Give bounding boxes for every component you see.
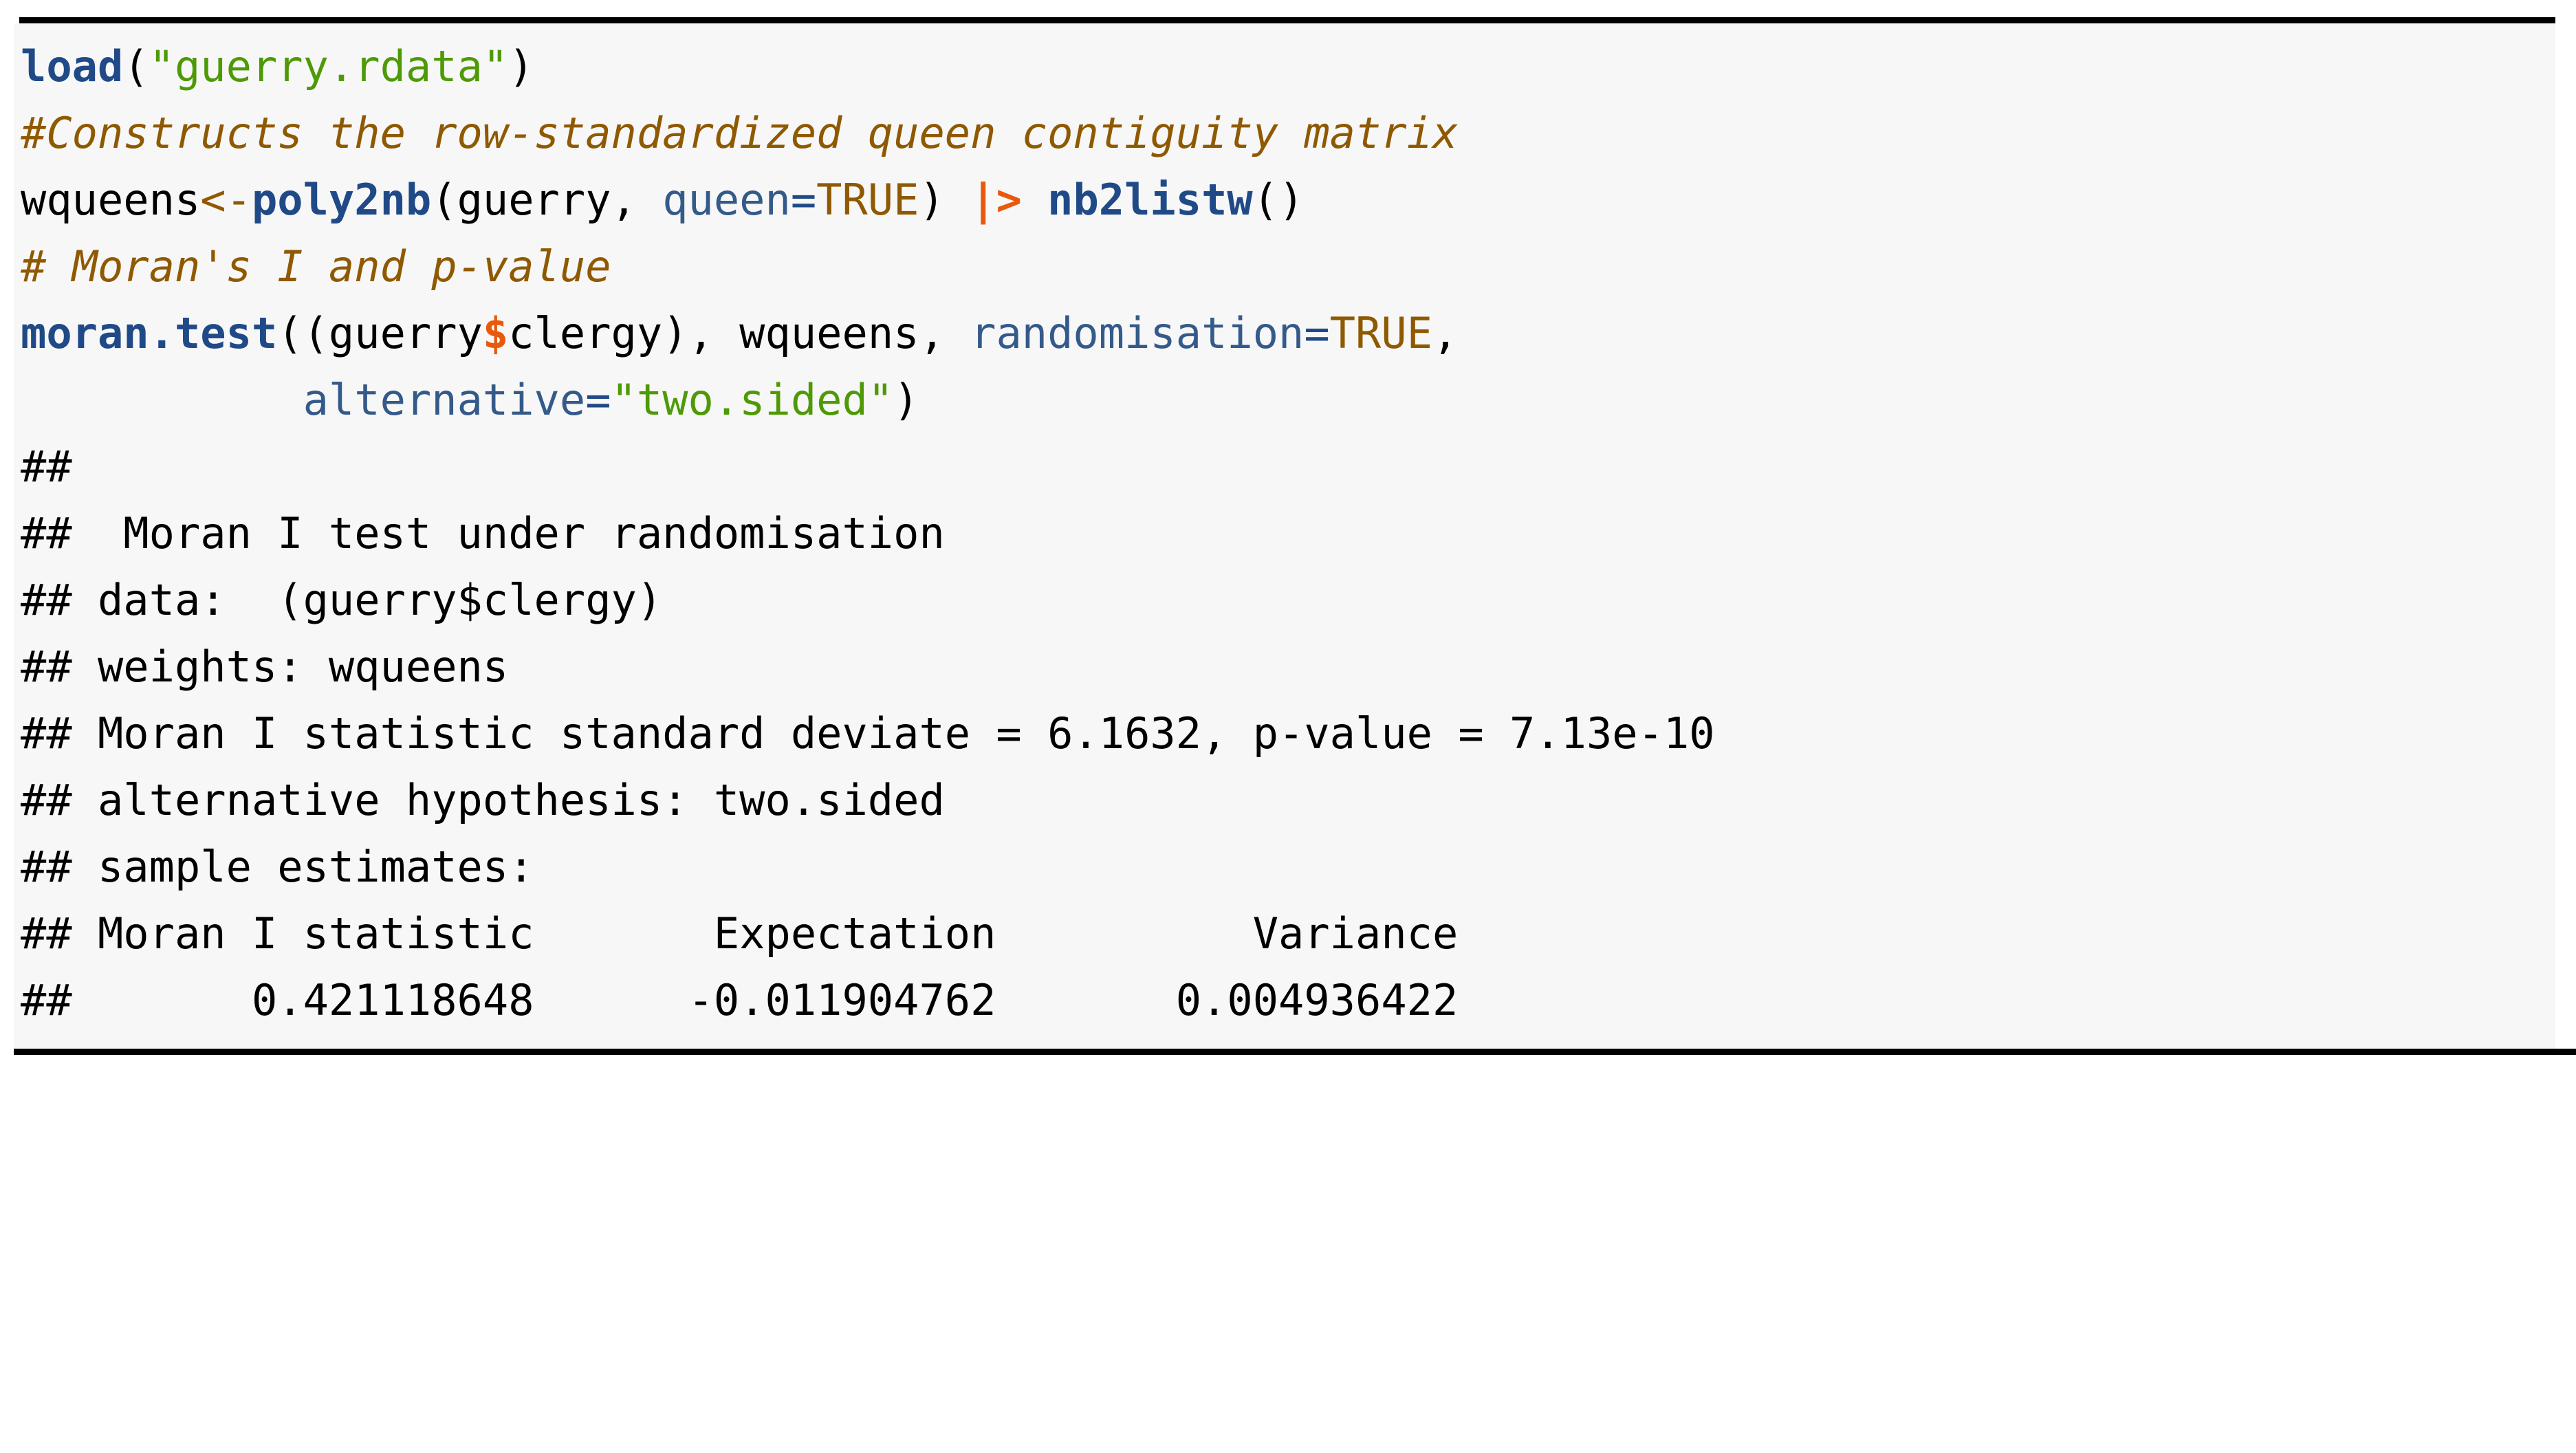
output-line: ## sample estimates: — [21, 842, 534, 892]
paren-close: ) — [508, 41, 534, 91]
argument-randomisation: randomisation — [970, 308, 1305, 358]
string-two-sided: "two.sided" — [611, 375, 894, 425]
space-after-pipe — [1022, 175, 1047, 225]
output-line: ## Moran I statistic standard deviate = … — [21, 708, 1715, 758]
r-console-output: ## ## Moran I test under randomisation ## … — [14, 433, 2555, 1034]
args-close-poly2nb: ) — [919, 175, 945, 225]
variable-wqueens: wqueens — [21, 175, 201, 225]
chunk-bottom-rule — [14, 1049, 2576, 1055]
code-line-1: load("guerry.rdata") — [21, 33, 2555, 100]
output-line: ## data: (guerry$clergy) — [21, 575, 663, 625]
args-mid-moran-test: clergy), wqueens, — [508, 308, 971, 358]
equals-alternative: = — [585, 375, 611, 425]
constant-true-queen: TRUE — [816, 175, 919, 225]
output-line: ## weights: wqueens — [21, 642, 509, 692]
dollar-extractor: $ — [482, 308, 509, 358]
equals-queen: = — [790, 175, 817, 225]
native-pipe-operator: |> — [970, 175, 1022, 225]
argument-queen: queen — [662, 175, 791, 225]
nb2listw-parens: () — [1252, 175, 1305, 225]
argument-alternative: alternative — [303, 375, 586, 425]
comment-constructs-matrix: #Constructs the row-standardized queen c… — [21, 108, 1459, 158]
chunk-top-rule — [19, 17, 2555, 23]
function-load: load — [21, 41, 124, 91]
code-line-6: alternative="two.sided") — [21, 367, 2555, 433]
code-line-2: #Constructs the row-standardized queen c… — [21, 100, 2555, 166]
string-guerry-rdata: "guerry.rdata" — [149, 41, 509, 91]
output-line: ## Moran I test under randomisation — [21, 508, 945, 558]
args-open-moran-test: ((guerry — [277, 308, 483, 358]
constant-true-randomisation: TRUE — [1329, 308, 1433, 358]
args-open-poly2nb: (guerry, — [431, 175, 663, 225]
chunk-body: load("guerry.rdata") #Constructs the row-… — [14, 23, 2555, 1049]
paren-open: ( — [123, 41, 149, 91]
function-poly2nb: poly2nb — [251, 175, 432, 225]
code-line-5: moran.test((guerry$clergy), wqueens, ran… — [21, 300, 2555, 367]
r-source-code[interactable]: load("guerry.rdata") #Constructs the row-… — [14, 33, 2555, 433]
line6-indent — [21, 375, 303, 425]
code-chunk: load("guerry.rdata") #Constructs the row-… — [14, 17, 2576, 1055]
code-line-4: # Moran's I and p-value — [21, 233, 2555, 300]
moran-test-close-paren: ) — [893, 375, 919, 425]
code-line-3: wqueens<-poly2nb(guerry, queen=TRUE) |> … — [21, 166, 2555, 233]
equals-randomisation: = — [1304, 308, 1330, 358]
comma-after-randomisation: , — [1432, 308, 1459, 358]
output-line: ## 0.421118648 -0.011904762 0.004936422 — [21, 975, 1459, 1025]
output-line: ## — [21, 441, 72, 492]
output-line: ## alternative hypothesis: two.sided — [21, 775, 945, 825]
function-nb2listw: nb2listw — [1047, 175, 1253, 225]
comment-moran-i-and-p-value: # Moran's I and p-value — [21, 241, 611, 292]
space-before-pipe — [945, 175, 970, 225]
assign-operator: <- — [200, 175, 252, 225]
output-line: ## Moran I statistic Expectation Varianc… — [21, 908, 1459, 959]
function-moran-test: moran.test — [21, 308, 278, 358]
